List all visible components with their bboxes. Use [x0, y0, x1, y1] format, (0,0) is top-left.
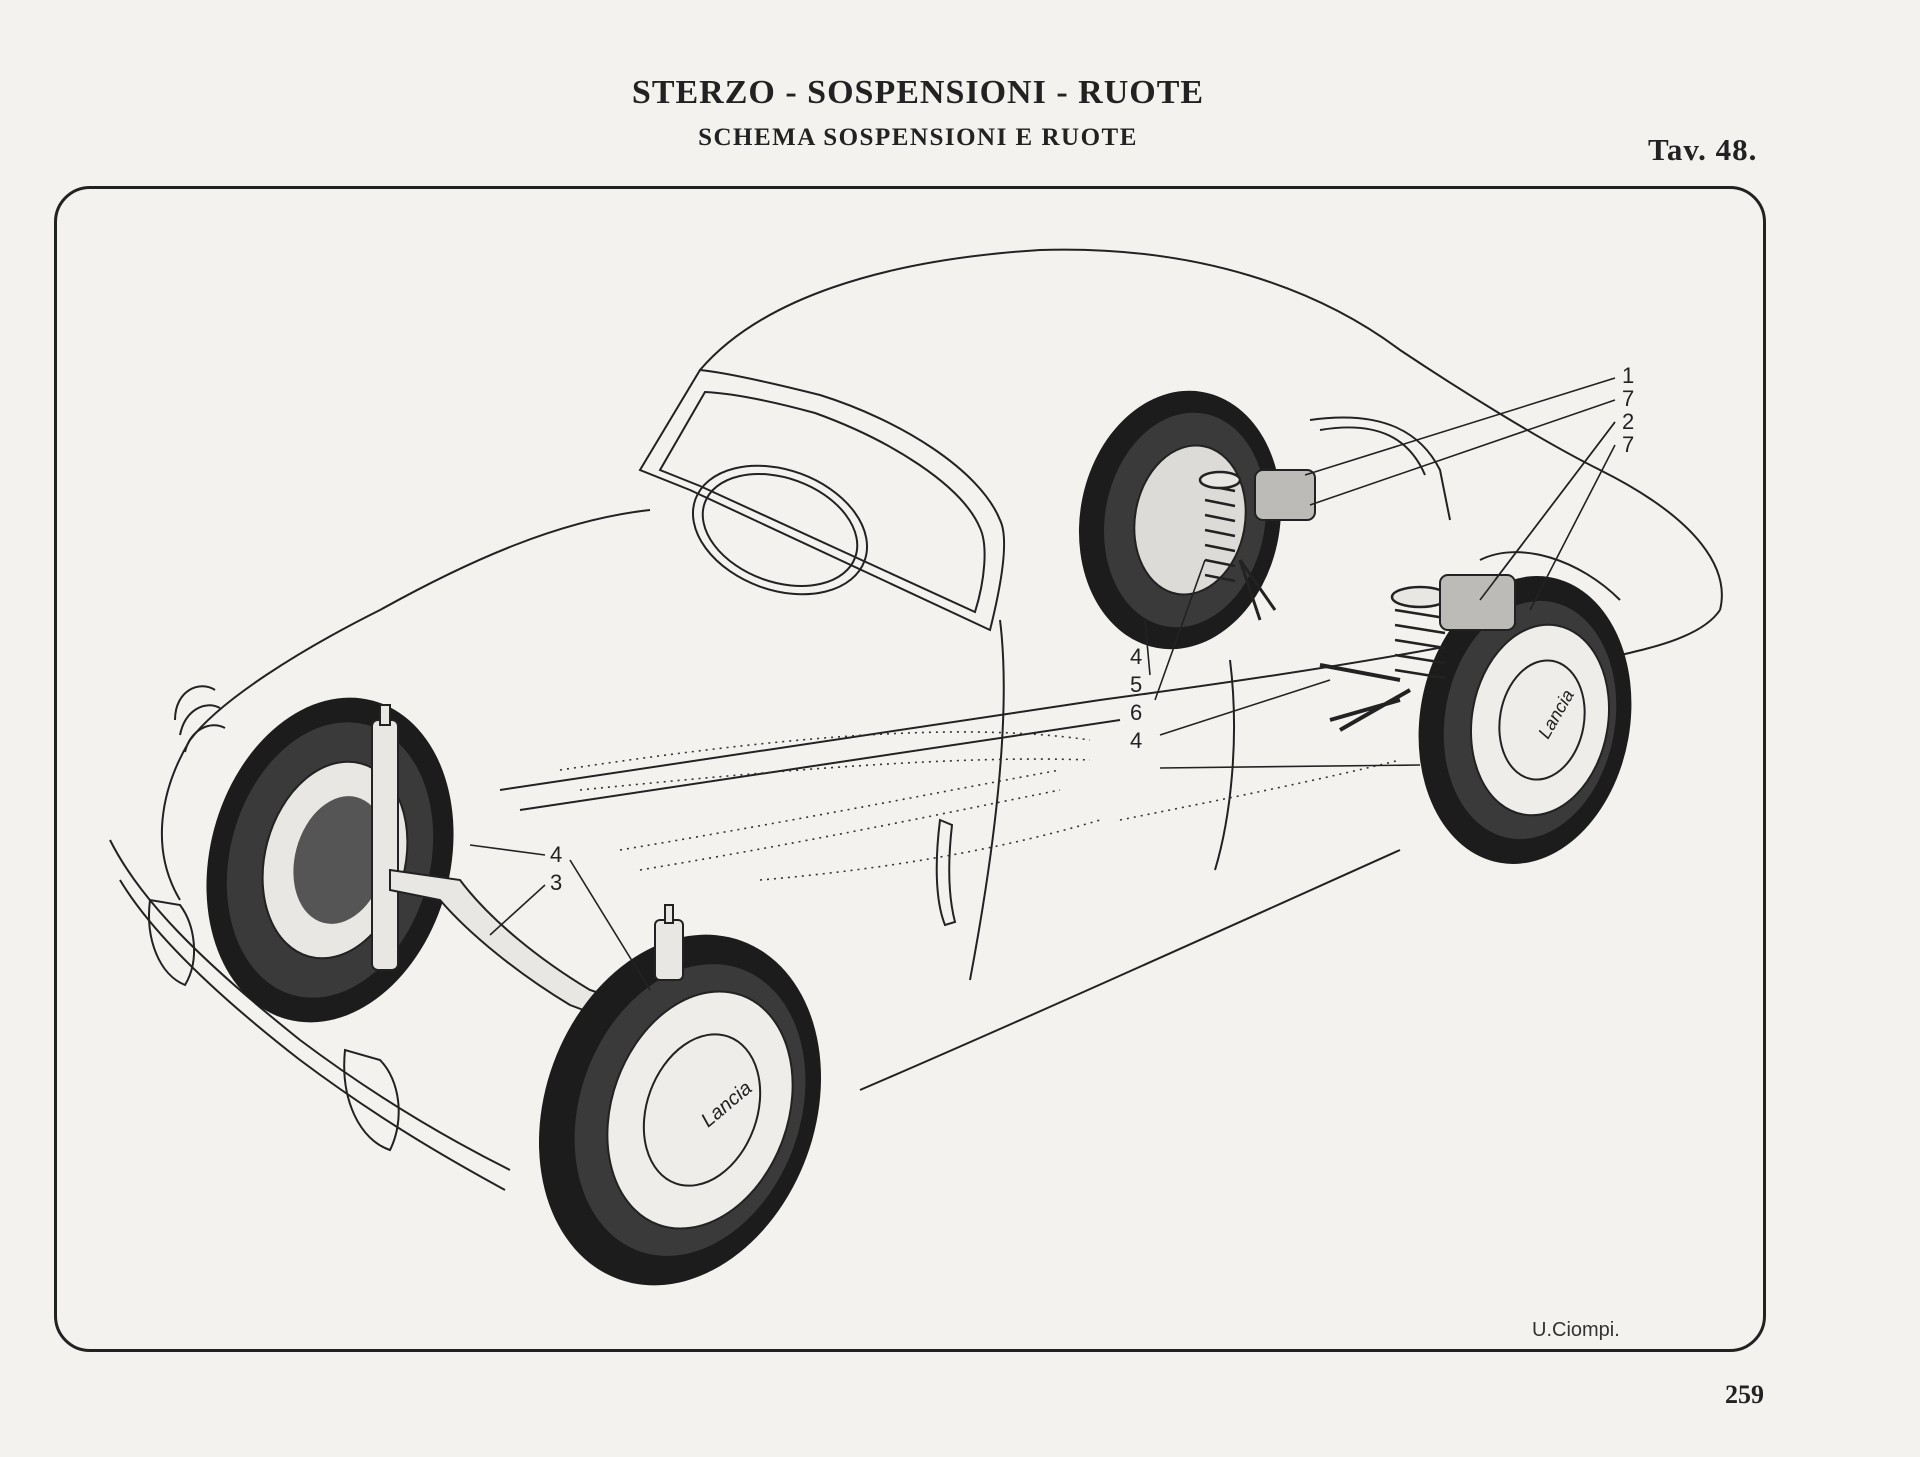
callout-front-4: 4 — [550, 842, 562, 867]
callout-mid-5: 5 — [1130, 672, 1142, 697]
callout-mid-4a: 4 — [1130, 644, 1142, 669]
callout-mid-6: 6 — [1130, 700, 1142, 725]
rear-right-wheel: Lancia — [1418, 576, 1632, 864]
rear-left-wheel — [1078, 390, 1282, 650]
front-crossmember — [389, 868, 622, 1022]
illustrator-signature: U.Ciompi. — [1532, 1319, 1620, 1341]
callout-rear-1: 1 — [1622, 363, 1634, 388]
car-body-outline — [109, 248, 1723, 1191]
steering-wheel-icon — [691, 464, 869, 596]
page-number: 259 — [1725, 1380, 1764, 1409]
callout-rear-7b: 7 — [1622, 432, 1634, 457]
callout-front-3: 3 — [550, 870, 562, 895]
rear-left-brake — [1254, 469, 1316, 521]
front-right-wheel: Lancia — [538, 934, 822, 1286]
plate-number: Tav. 48. — [1648, 132, 1758, 167]
rear-right-arm — [1319, 663, 1411, 732]
page-subtitle: SCHEMA SOSPENSIONI E RUOTE — [698, 124, 1138, 151]
rear-right-brake — [1439, 574, 1516, 631]
front-right-damper — [654, 904, 684, 981]
hidden-lines — [559, 731, 1401, 881]
rear-left-spring — [1198, 470, 1242, 583]
front-left-strut — [371, 704, 399, 971]
callout-rear-2: 2 — [1622, 409, 1634, 434]
page-title: STERZO - SOSPENSIONI - RUOTE — [631, 74, 1205, 111]
leader-lines — [469, 377, 1616, 991]
callout-rear-7a: 7 — [1622, 386, 1634, 411]
callout-mid-4b: 4 — [1130, 728, 1142, 753]
rear-left-arm — [1238, 559, 1277, 621]
drawing-frame — [54, 186, 1766, 1352]
